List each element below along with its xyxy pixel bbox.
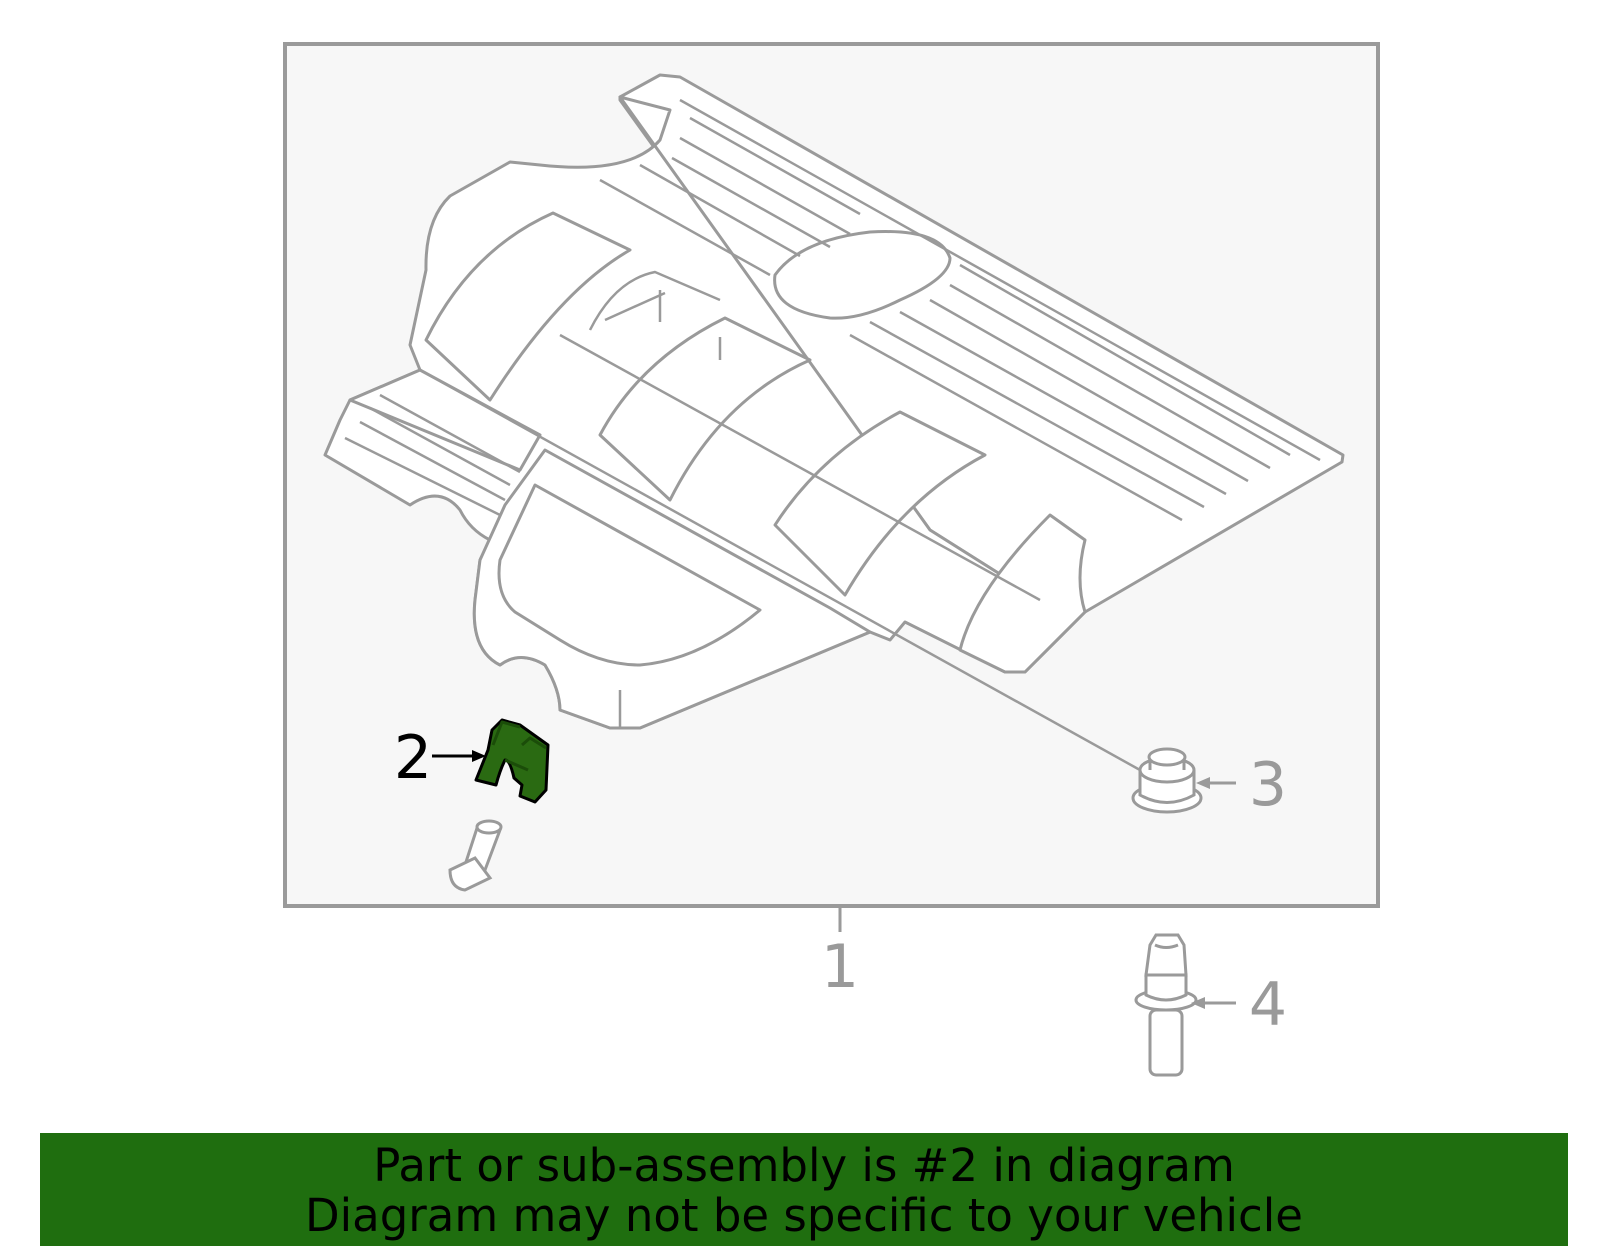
callout-3: 3: [1249, 750, 1287, 820]
engine-cover-details: [344, 98, 1321, 772]
banner-line-2: Diagram may not be specific to your vehi…: [305, 1189, 1303, 1242]
callout-2: 2: [394, 723, 432, 793]
engine-cover: [323, 73, 1345, 730]
grommet-part-3: [1131, 747, 1203, 814]
leader-lines: [432, 750, 1236, 1009]
info-banner: Part or sub-assembly is #2 in diagram Di…: [40, 1133, 1568, 1246]
banner-line-1: Part or sub-assembly is #2 in diagram: [373, 1139, 1235, 1192]
stud-fastener: [448, 819, 503, 892]
callout-4: 4: [1249, 970, 1287, 1040]
callout-1: 1: [821, 932, 859, 1002]
clip-part-2-highlighted: [474, 718, 550, 804]
bolt-part-4: [1134, 933, 1198, 1077]
